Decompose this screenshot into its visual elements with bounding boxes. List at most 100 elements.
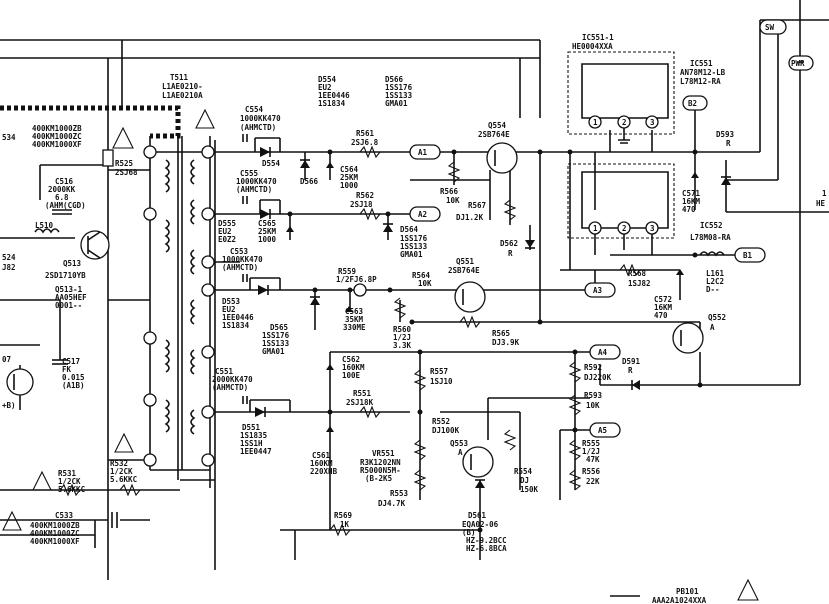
tag-g: B2	[688, 99, 697, 108]
ic-pin-1a: 1	[593, 118, 598, 127]
pb101-label: PB101	[676, 587, 699, 596]
c516-v3: (AHM(CGD)	[45, 201, 86, 210]
d566-label: D566	[385, 75, 404, 84]
c571-label: C571	[682, 189, 701, 198]
r554-value2: 150K	[520, 485, 539, 494]
q552-label: Q552	[708, 313, 726, 322]
ic-pin-2a: 2	[622, 118, 627, 127]
c572-value2: 470	[654, 311, 668, 320]
r568-value: 1SJ82	[628, 279, 651, 288]
r556-value: 22K	[586, 477, 600, 486]
r553-value: DJ4.7K	[378, 499, 406, 508]
c533-v1: 400KM1000ZB	[30, 521, 80, 530]
tag-a: A1	[418, 148, 428, 157]
c551-value: 2000KK470	[212, 375, 253, 384]
d564-v: 1SS176	[400, 234, 428, 243]
d593-value: R	[726, 139, 731, 148]
c517-v2: 0.015	[62, 373, 85, 382]
d554-v: EU2	[318, 83, 332, 92]
ic552-value: L78M08-RA	[690, 233, 731, 242]
d551-label: D551	[242, 423, 261, 432]
c553-value2: (AHMCTD)	[222, 263, 258, 272]
c563-label: C563	[345, 307, 364, 316]
d561-v3: HZ-9.2BCC	[466, 536, 507, 545]
c554-value2: (AHMCTD)	[240, 123, 276, 132]
d561-label: D561	[468, 511, 487, 520]
l510-label: L510	[35, 221, 54, 230]
c534-label: 534	[2, 133, 16, 142]
d555-value: EU2	[218, 227, 232, 236]
c565-value2: 1000	[258, 235, 277, 244]
r564-label: R564	[412, 271, 431, 280]
r554-value: DJ	[520, 476, 529, 485]
r525-label: R525	[115, 159, 133, 168]
d593-label: D593	[716, 130, 735, 139]
d565-label: D565	[270, 323, 288, 332]
ic551-value: AN78M12-LB	[680, 68, 726, 77]
d561-v2: (B)	[462, 528, 476, 537]
r531-label: R531	[58, 469, 77, 478]
c533-v3: 400KM1000XF	[30, 537, 80, 546]
c562-label: C562	[342, 355, 360, 364]
r532-label: R532	[110, 459, 128, 468]
tag-d: A4	[598, 348, 608, 357]
c517-label: C517	[62, 357, 80, 366]
r551-value: 2SJ18K	[346, 398, 374, 407]
c572-label: C572	[654, 295, 672, 304]
r566-label: R566	[440, 187, 459, 196]
d554-v3: 1S1834	[318, 99, 346, 108]
d554-label: D554	[262, 159, 281, 168]
r557-label: R557	[430, 367, 448, 376]
c524-value: J82	[2, 263, 16, 272]
q553-value: A	[458, 448, 463, 457]
pb101-value: AAA2A1024XXA	[652, 596, 707, 604]
components: 1 2 3 1 2 3	[242, 19, 814, 597]
c516-label: C516	[55, 177, 74, 186]
d562-label: D562	[500, 239, 518, 248]
tag-e: A5	[598, 426, 607, 435]
r565-value: DJ3.9K	[492, 338, 520, 347]
c565-label: C565	[258, 219, 276, 228]
l161-value2: D--	[706, 285, 720, 294]
c551-label: C551	[215, 367, 234, 376]
r531-value2: 5.6KKC	[58, 485, 85, 494]
ic551-1-value: HE0004XXA	[572, 42, 613, 51]
ic-pin-3a: 3	[650, 118, 655, 127]
q513-type: 2SD1710YB	[45, 271, 86, 280]
q513-1-label: Q513-1	[55, 285, 83, 294]
r593-label: R593	[584, 391, 603, 400]
c553-label: C553	[230, 247, 249, 256]
q551-label: Q551	[456, 257, 475, 266]
r559-value: 1/2FJ6.8P	[336, 275, 377, 284]
r560-label: R560	[393, 325, 412, 334]
d564-label: D564	[400, 225, 419, 234]
r561-value: 2SJ6.8	[351, 138, 379, 147]
tag-f: B1	[743, 251, 753, 260]
r553-label: R553	[390, 489, 409, 498]
d566-v: 1SS176	[385, 83, 413, 92]
q554-label: Q554	[488, 121, 507, 130]
d561-v4: HZ-6.8BCA	[466, 544, 507, 553]
d554-top: D554	[318, 75, 337, 84]
c561-value2: 220XHB	[310, 467, 338, 476]
vr551-value3: (B-2K5	[365, 474, 392, 483]
l161-label: L161	[706, 269, 725, 278]
r593-value: 10K	[586, 401, 600, 410]
r551-label: R551	[353, 389, 372, 398]
c571-value2: 470	[682, 205, 696, 214]
ic551-label: IC551	[690, 59, 713, 68]
c516-v2: 6.8	[55, 193, 69, 202]
transformer-t511: T511 L1AE0210- L1AE0210A	[143, 73, 216, 570]
r559-label: R559	[338, 267, 357, 276]
c564-value: 25KM	[340, 173, 359, 182]
tag-c: A3	[593, 286, 603, 295]
tp-right-label: 1	[822, 189, 827, 198]
r560-value2: 3.3K	[393, 341, 412, 350]
d553-v: EU2	[222, 305, 236, 314]
d555-value2: E0Z2	[218, 235, 236, 244]
d566-v2: 1SS133	[385, 91, 413, 100]
c554-label: C554	[245, 105, 264, 114]
c563-value: 35KM	[345, 315, 364, 324]
c562-value2: 100E	[342, 371, 361, 380]
left-power-block: 534 400KM1000ZB 400KM1000ZC 400KM1000XF …	[0, 39, 759, 601]
